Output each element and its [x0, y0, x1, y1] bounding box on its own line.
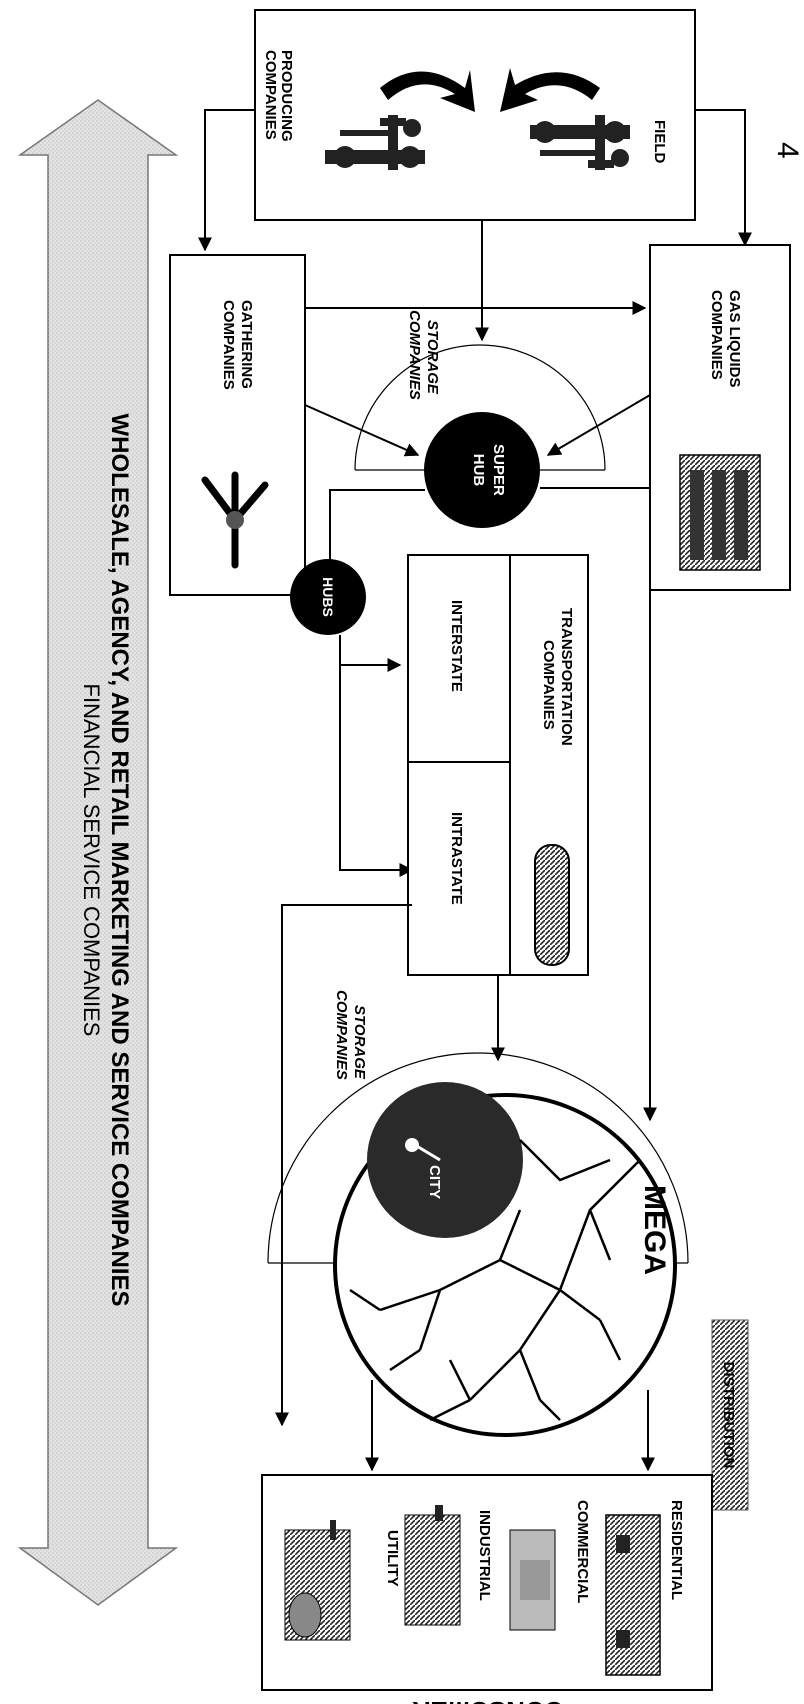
intrastate-label: INTRASTATE	[448, 812, 465, 905]
page-mark: 4	[771, 142, 804, 159]
gathering-label-2: COMPANIES	[220, 300, 237, 390]
storage-top-label-2: COMPANIES	[406, 310, 423, 400]
distribution-label: DISTRIBUTION	[720, 1362, 737, 1469]
city-label: CITY	[426, 1165, 443, 1199]
hubs-node	[290, 559, 366, 635]
producing-label-2: COMPANIES	[262, 50, 279, 140]
curved-arrow-left-icon	[380, 70, 475, 112]
flow-hubs-to-interstate	[339, 635, 402, 672]
city-pin-icon	[405, 1138, 441, 1162]
super-hub-node	[424, 412, 540, 528]
flow-producing-to-gasliquids	[695, 109, 752, 247]
transport-label-2: COMPANIES	[540, 640, 557, 730]
flow-intrastate-to-consumer	[275, 904, 412, 1427]
flow-hubs-to-intrastate	[339, 660, 414, 877]
distribution-badge	[711, 1319, 749, 1511]
flow-superhub-to-hubs	[329, 489, 425, 590]
storage-dome-top	[354, 344, 606, 471]
financial-label: FINANCIAL SERVICE COMPANIES	[79, 684, 104, 1037]
storage-top-label-1: STORAGE	[424, 320, 441, 395]
hubs-label: HUBS	[320, 577, 336, 617]
residential-label: RESIDENTIAL	[668, 1500, 685, 1600]
industrial-label: INDUSTRIAL	[476, 1510, 493, 1601]
gas-liquids-label-1: GAS LIQUIDS	[726, 290, 743, 388]
utility-plant-icon	[284, 1520, 351, 1641]
mega-network-lines	[349, 1139, 641, 1422]
pipe-section-icon	[534, 844, 570, 966]
storage-bottom-label-2: COMPANIES	[333, 990, 350, 1080]
storage-dome-bottom	[267, 1052, 689, 1264]
flow-gasliquids-to-superhub	[546, 394, 651, 456]
field-label: FIELD	[651, 120, 668, 163]
producing-label-1: PRODUCING	[278, 50, 295, 142]
gas-liquids-box	[649, 244, 791, 591]
commercial-building-icon	[509, 1529, 556, 1631]
consumer-label: CONSUMER	[412, 1696, 564, 1704]
curved-arrow-right-icon	[500, 68, 600, 112]
mega-label: MEGA	[638, 1185, 671, 1275]
flow-producing-to-gathering	[198, 109, 255, 252]
wellhead-icon-right	[530, 115, 630, 170]
wholesale-double-arrow	[17, 99, 179, 1606]
industrial-plant-icon	[404, 1505, 461, 1626]
city-circle	[367, 1082, 523, 1238]
storage-bottom-label-1: STORAGE	[351, 1005, 368, 1080]
commercial-label: COMMERCIAL	[574, 1500, 591, 1603]
gas-liquids-label-2: COMPANIES	[708, 290, 725, 380]
producing-box	[254, 9, 696, 221]
utility-label: UTILITY	[384, 1530, 401, 1587]
transport-label-1: TRANSPORTATION	[558, 608, 575, 746]
super-hub-label-2: HUB	[470, 454, 487, 487]
residential-house-icon	[605, 1514, 661, 1676]
gathering-label-1: GATHERING	[238, 300, 255, 389]
super-hub-label-1: SUPER	[490, 444, 507, 496]
wellhead-icon-left	[325, 115, 425, 170]
flow-superhub-to-mega	[540, 487, 657, 1122]
gas-plant-icon	[679, 454, 761, 571]
wholesale-label: WHOLESALE, AGENCY, AND RETAIL MARKETING …	[106, 414, 133, 1307]
flow-gathering-to-superhub	[304, 404, 420, 457]
interstate-label: INTERSTATE	[448, 600, 465, 692]
